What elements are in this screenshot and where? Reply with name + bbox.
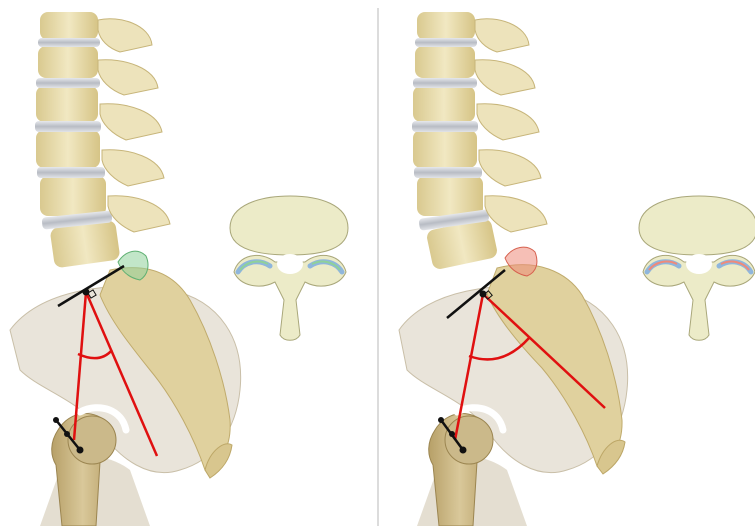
- vertebra-cross-section-left: [230, 196, 348, 340]
- left-panel: [10, 12, 348, 526]
- right-panel: [399, 12, 755, 526]
- vertebra-cross-section-right: [639, 196, 755, 340]
- lumbar-spine-right: [412, 12, 547, 276]
- lumbar-spine-left: [35, 12, 170, 280]
